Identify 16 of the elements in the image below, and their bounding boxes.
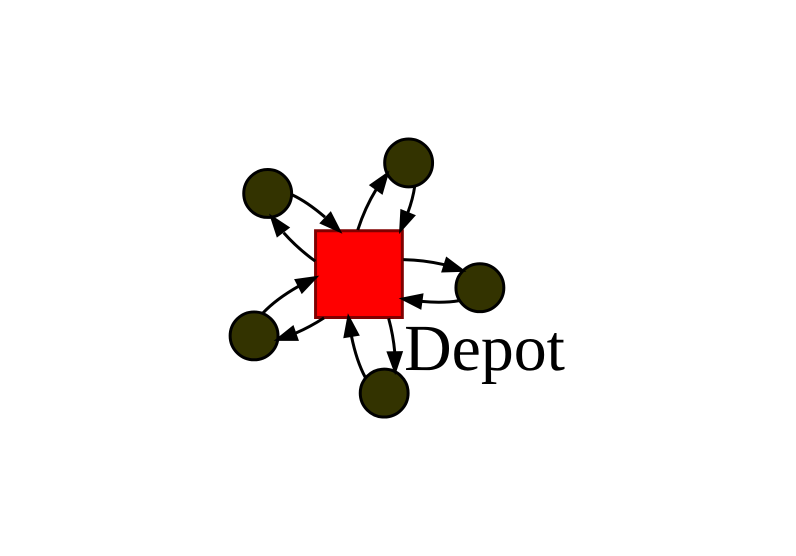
node-circle [382, 137, 434, 188]
node-label: Depot [404, 312, 564, 386]
arrow [342, 313, 366, 378]
arrow [386, 318, 403, 376]
arrow [290, 193, 342, 234]
arrow [398, 186, 416, 234]
arrow [273, 316, 324, 341]
node-circle [242, 168, 293, 219]
node-box [314, 229, 404, 319]
node-circle [228, 310, 279, 362]
arrow [398, 293, 460, 310]
arrow [261, 276, 319, 314]
arrow [268, 214, 316, 262]
arrow [402, 256, 466, 272]
arrow [356, 170, 390, 230]
node-circle [454, 262, 505, 314]
